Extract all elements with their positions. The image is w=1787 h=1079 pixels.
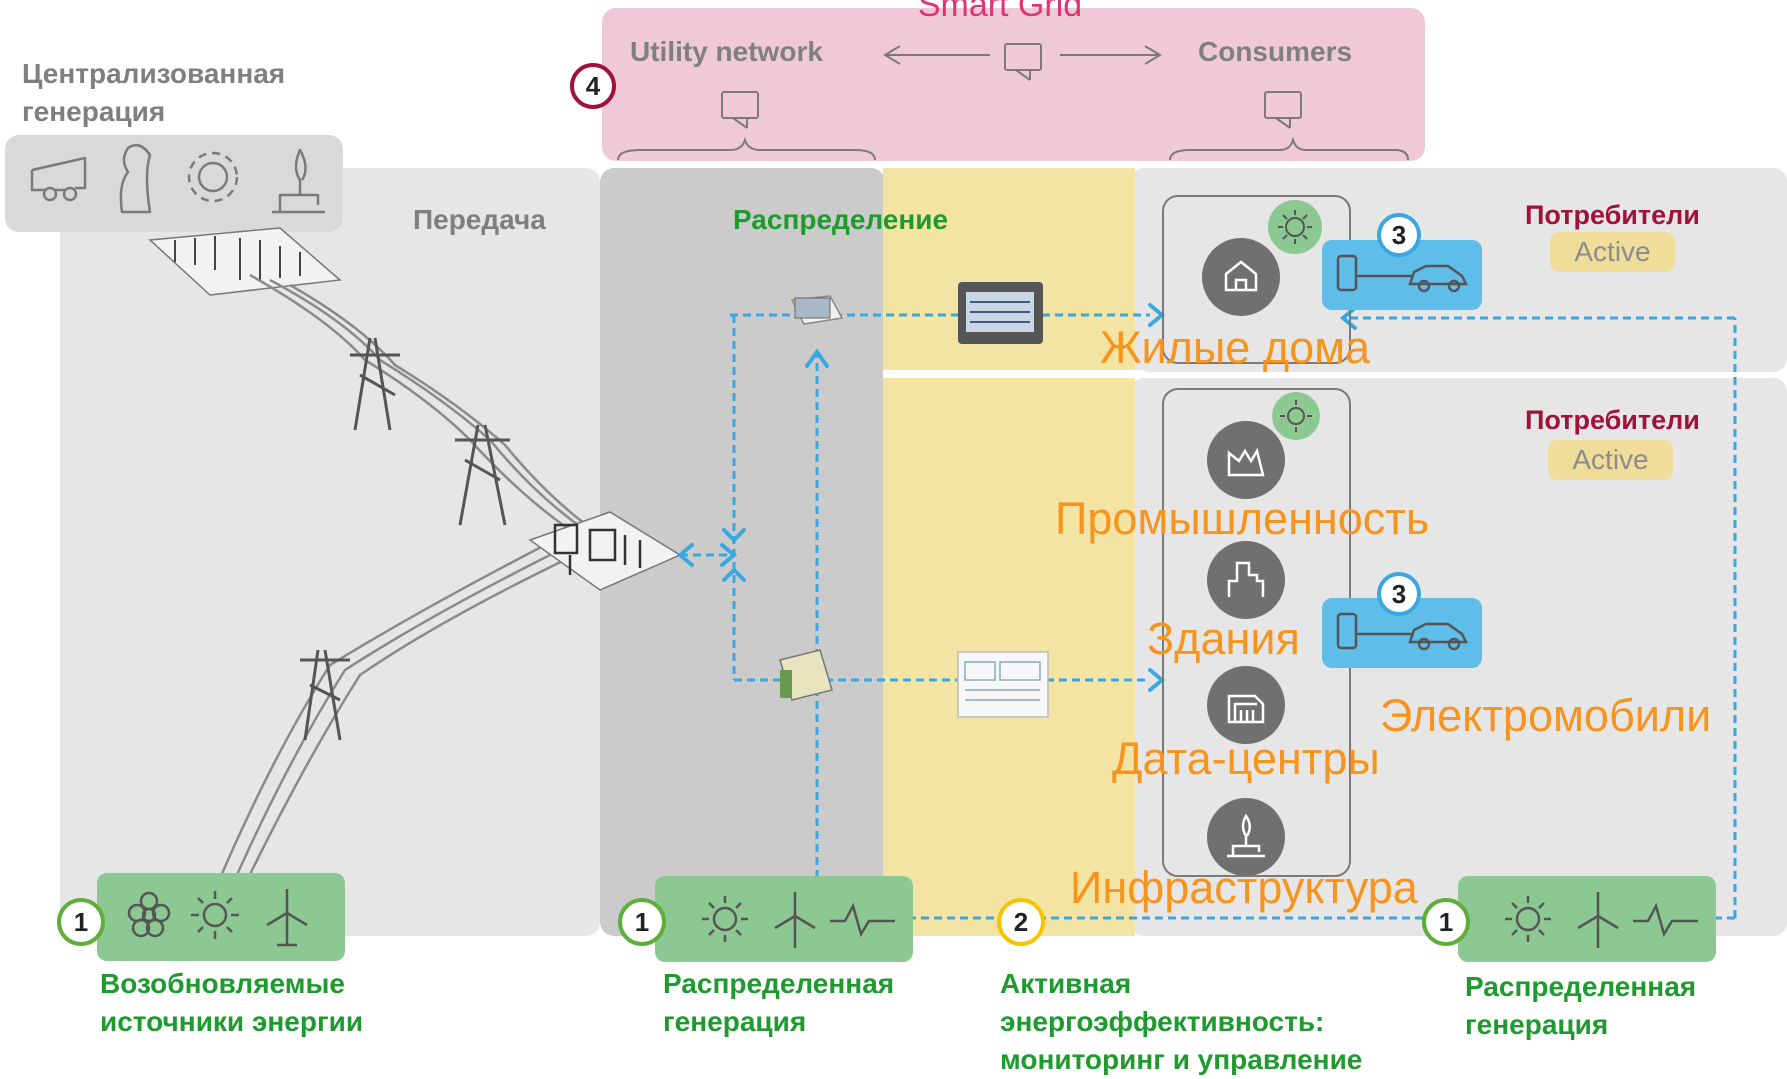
- distribution-title: Распределение: [733, 204, 949, 235]
- monitoring-screen-bottom: [957, 651, 1049, 718]
- active-badge-residential: Active: [1550, 232, 1675, 272]
- house-icon: [1202, 238, 1280, 316]
- distribution-network-links: [676, 282, 1737, 920]
- monitoring-screen-top: [958, 282, 1043, 344]
- marker-1-distributed-right: 1: [1422, 898, 1470, 946]
- sun-icon-2: [702, 896, 748, 942]
- centralized-generation-title: Централизованная генерация: [22, 58, 286, 127]
- renewables-caption: Возобновляемые источники энергии: [100, 968, 364, 1037]
- gas-flame-icon: [272, 148, 325, 214]
- distribution-cabinet-bottom: [779, 649, 833, 701]
- distribution-cabinet-top: [790, 295, 844, 325]
- distributed-generation-box-right: [1458, 876, 1716, 962]
- transmission-lines-illustration: [148, 227, 682, 896]
- ev-charger-icon: [1336, 254, 1469, 293]
- marker-1-renewables: 1: [57, 898, 105, 946]
- wind-turbine-icon-3: [1577, 892, 1619, 948]
- marker-3-bottom: 3: [1377, 572, 1421, 616]
- active-energy-efficiency-caption: Активная энергоэффективность: мониторинг…: [1000, 968, 1363, 1075]
- marker-4: 4: [570, 63, 616, 109]
- smart-grid-title: Smart Grid: [917, 0, 1083, 24]
- wave-icon: [830, 902, 895, 938]
- wind-turbine-icon: [266, 889, 308, 947]
- wind-turbine-icon-2: [774, 892, 816, 948]
- renewables-box: [97, 873, 345, 961]
- active-badge-commercial: Active: [1548, 440, 1673, 480]
- distributed-generation-box-left: [655, 876, 913, 962]
- consumers-yellow-strip: [883, 370, 1787, 378]
- marker-3-top: 3: [1377, 213, 1421, 257]
- distributed-generation-caption-right: Распределенная генерация: [1465, 971, 1697, 1040]
- sun-icon-residential: [1268, 200, 1322, 254]
- consumers-commercial-title: Потребители: [1525, 405, 1700, 435]
- sun-icon-commercial: [1272, 392, 1320, 440]
- smart-grid-arrows: [617, 43, 1409, 161]
- ev-charger-icon-2: [1336, 612, 1469, 651]
- arrow-up-distribution: [805, 348, 829, 368]
- datacenter-icon: [1207, 666, 1285, 744]
- infrastructure-icon: [1207, 798, 1285, 876]
- industry-label: Промышленность: [1055, 493, 1430, 544]
- residential-label: Жилые дома: [1100, 322, 1371, 373]
- marker-1-distributed-left: 1: [618, 898, 666, 946]
- gear-icon: [187, 151, 239, 203]
- building-icon: [1207, 541, 1285, 619]
- distributed-generation-caption-left: Распределенная генерация: [663, 968, 895, 1037]
- consumers-label: Consumers: [1198, 36, 1353, 67]
- transmission-title: Передача: [413, 204, 546, 235]
- factory-icon: [1207, 421, 1285, 499]
- consumers-residential-title: Потребители: [1525, 200, 1700, 230]
- utility-network-label: Utility network: [630, 36, 823, 67]
- ev-charger-box-top: [1322, 240, 1482, 310]
- ev-label: Электромобили: [1380, 690, 1712, 741]
- wave-icon-2: [1633, 902, 1698, 938]
- centralized-generation-icons: [30, 143, 325, 214]
- sun-icon-3: [1505, 896, 1551, 942]
- arrow-to-buildings: [1148, 668, 1166, 692]
- marker-2-active-ee: 2: [997, 898, 1045, 946]
- buildings-label: Здания: [1147, 613, 1300, 664]
- infrastructure-label: Инфраструктура: [1070, 862, 1418, 913]
- arrow-to-ev: [1339, 306, 1357, 330]
- centralized-generation-box: [5, 135, 343, 232]
- sun-icon: [191, 891, 239, 939]
- smart-grid-banner: [602, 8, 1425, 161]
- flower-icon: [127, 891, 171, 938]
- transmission-panel: [60, 168, 600, 936]
- nuclear-tower-icon: [119, 143, 152, 214]
- data-centers-label: Дата-центры: [1112, 733, 1380, 784]
- coal-cart-icon: [30, 156, 87, 192]
